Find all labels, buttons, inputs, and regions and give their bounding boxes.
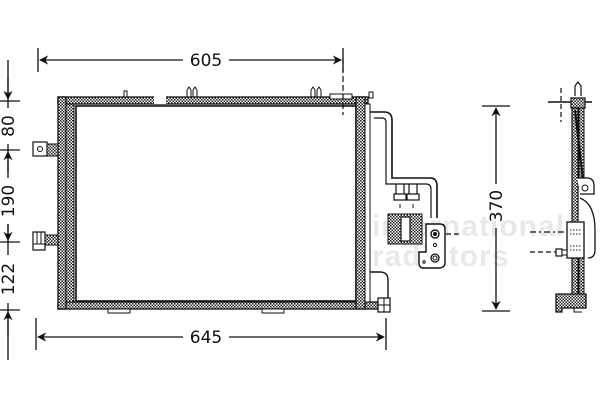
dimension-side-height-label: 370 bbox=[487, 190, 507, 222]
dimension-605: 605 bbox=[38, 48, 343, 72]
dimension-645: 645 bbox=[36, 318, 386, 350]
dimension-left-80-label: 80 bbox=[0, 115, 19, 137]
dimension-top-width-label: 605 bbox=[190, 51, 222, 71]
dimension-left-122-label: 122 bbox=[0, 263, 19, 295]
connector-fittings bbox=[393, 184, 420, 208]
side-view bbox=[530, 81, 596, 313]
dimension-bottom-width-label: 645 bbox=[190, 328, 222, 348]
dimension-left-190-label: 190 bbox=[0, 185, 19, 217]
dimension-370: 370 bbox=[482, 106, 510, 311]
front-view bbox=[32, 58, 462, 314]
